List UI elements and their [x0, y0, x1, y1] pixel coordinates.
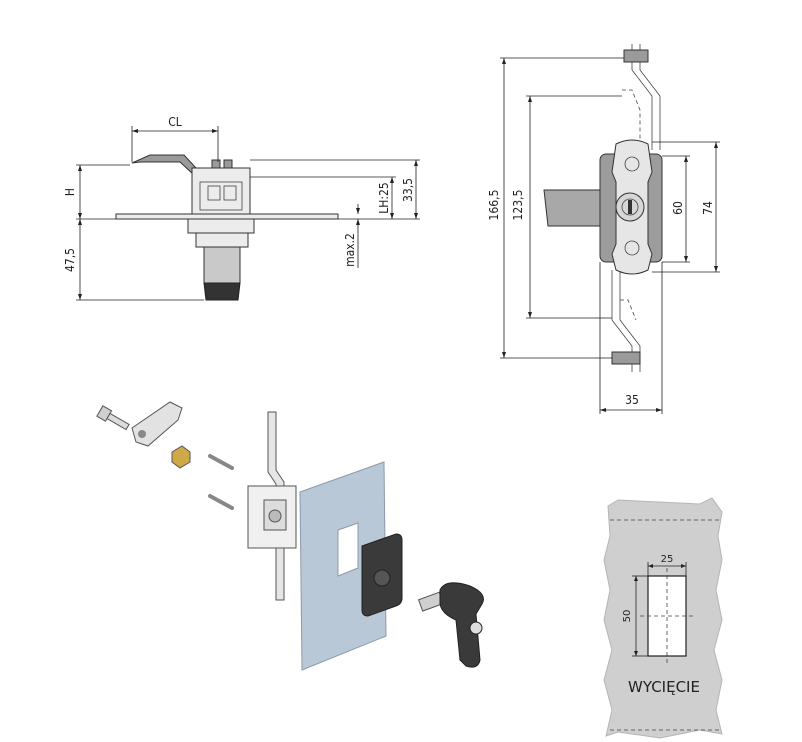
lock-body — [191, 167, 251, 215]
dim-25-label: 25 — [661, 554, 674, 565]
nut-part — [171, 445, 191, 469]
cutout-view: 25 50 WYCIĘCIE — [603, 497, 723, 739]
lever-part — [131, 401, 183, 447]
screw — [96, 405, 130, 431]
pin-1 — [208, 454, 234, 470]
lh-label: LH:25 — [377, 182, 391, 214]
dim-47-5-label: 47,5 — [63, 248, 77, 272]
exploded-view — [96, 401, 484, 671]
dim-60-label: 60 — [671, 201, 685, 215]
cutout-caption: WYCIĘCIE — [628, 678, 700, 696]
panel-cutout — [337, 522, 359, 577]
cl-label: CL — [168, 115, 182, 129]
pin-2 — [208, 494, 234, 510]
lock-cylinder — [203, 246, 241, 284]
cam-tongue — [543, 189, 601, 227]
dim-123-5-label: 123,5 — [511, 190, 525, 221]
cylinder-cap — [203, 282, 241, 301]
dim-35-label: 35 — [625, 393, 639, 407]
t-handle — [439, 582, 484, 668]
dim-166-5-label: 166,5 — [487, 190, 501, 221]
dim-33-5-label: 33,5 — [401, 178, 415, 202]
cutout-hole — [647, 575, 687, 657]
side-view: CL H 47,5 LH:25 33,5 max.2 — [63, 115, 420, 301]
dim-74-label: 74 — [701, 201, 715, 215]
h-label: H — [63, 188, 77, 196]
max-2-label: max.2 — [343, 233, 357, 267]
dim-50-label: 50 — [622, 610, 633, 623]
panel-plate — [115, 213, 339, 220]
front-view: 166,5 123,5 60 74 35 — [487, 44, 720, 414]
